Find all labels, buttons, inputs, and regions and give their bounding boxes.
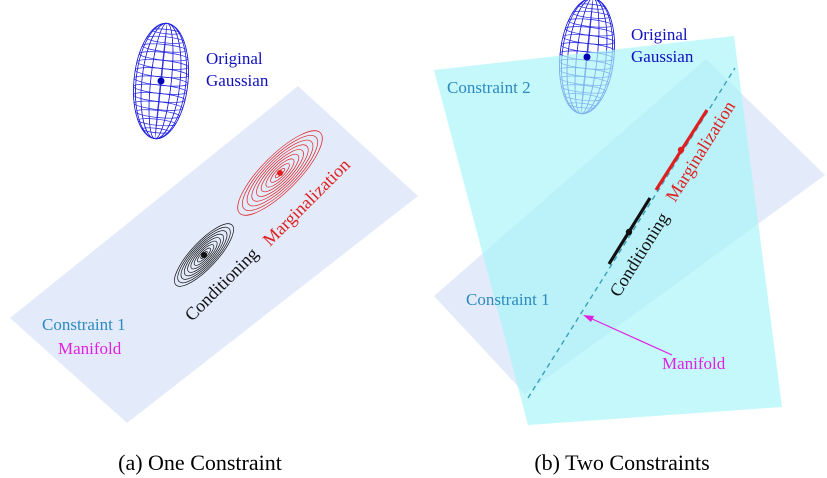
marginalization-contour [260,153,300,193]
marginalization-contour [265,158,295,188]
marginalization-contour [270,163,290,183]
conditioning-center-b [625,228,633,236]
constraint-2-label-b: Constraint 2 [447,78,531,97]
manifold-arrow-b [589,317,673,356]
manifold-label-b: Manifold [662,354,726,373]
conditioning-ellipses-a [174,223,234,287]
caption-b: (b) Two Constraints [534,450,709,475]
panel-b: Original Gaussian Constraint 2 Condition… [434,0,825,475]
marginalization-contour [246,139,314,207]
manifold-arrowhead-b [583,315,594,322]
conditioning-center-a [201,252,207,258]
conditioning-contour [193,244,215,266]
conditioning-contour [190,240,218,270]
marginalization-contour [256,149,304,197]
caption-a: (a) One Constraint [118,450,282,475]
marginalization-center-a [277,170,283,176]
conditioning-contour [187,237,221,273]
conditioning-contour [180,230,228,280]
marginalization-center-b [677,146,685,154]
original-label-line1-b: Original [631,25,688,44]
conditioning-contour [177,226,231,284]
manifold-label-a: Manifold [58,339,122,358]
conditioning-contour [174,223,234,287]
marginalization-contour [237,130,323,216]
constraint-1-label-b: Constraint 1 [466,290,550,309]
constraint-1-label-a: Constraint 1 [42,315,126,334]
marginalization-ellipses-a [237,130,323,216]
gaussian-longitude-line [133,22,189,140]
panel-a: Original Gaussian Conditioning Marginali… [10,22,418,475]
original-gaussian-center-a [157,77,165,85]
conditioning-contour [183,233,225,277]
original-gaussian-a [133,22,189,140]
marginalization-contour [251,144,309,202]
constraint-2-plane-b [434,36,782,425]
original-gaussian-center-b [583,53,591,61]
original-label-line2-b: Gaussian [631,47,694,66]
original-label-line1-a: Original [206,49,263,68]
original-label-line2-a: Gaussian [206,71,269,90]
marginalization-contour [242,135,318,211]
